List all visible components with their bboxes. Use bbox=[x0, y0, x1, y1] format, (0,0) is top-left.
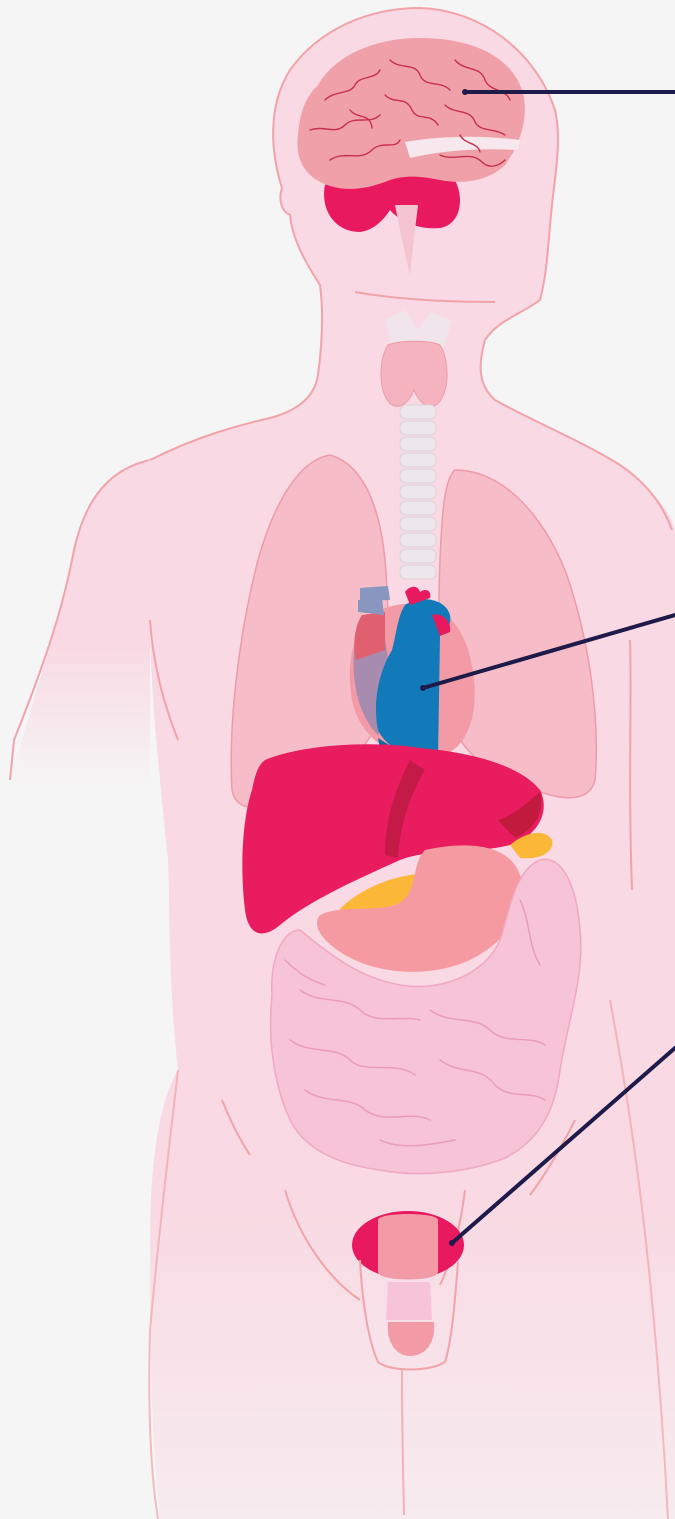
callout-marker-brain bbox=[463, 90, 468, 95]
callout-marker-heart bbox=[421, 686, 426, 691]
left-arm bbox=[12, 460, 150, 790]
callout-marker-prostate bbox=[450, 1241, 455, 1246]
